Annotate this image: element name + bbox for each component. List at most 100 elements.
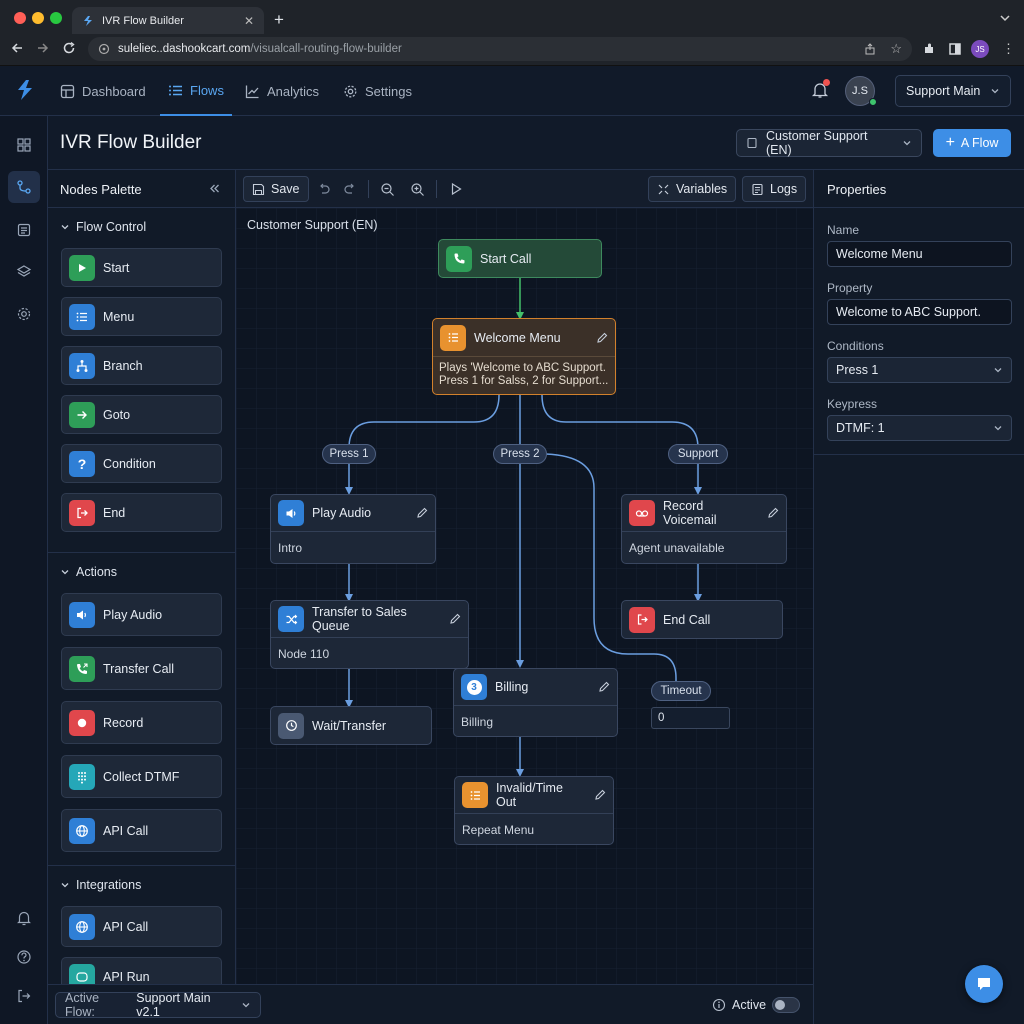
address-bar[interactable]: suleliec..dashookcart.com/visualcall-rou… (88, 37, 912, 61)
conditions-select[interactable]: Press 1 (827, 357, 1012, 383)
timeout-value-input[interactable]: 0 (651, 707, 730, 729)
palette-title: Nodes Palette (60, 182, 142, 197)
bookmark-star-icon[interactable]: ☆ (890, 41, 902, 56)
active-toggle-switch[interactable] (772, 997, 800, 1013)
name-label: Name (827, 223, 860, 237)
browser-tab[interactable]: IVR Flow Builder ✕ (72, 7, 264, 34)
add-flow-button[interactable]: + A Flow (933, 129, 1011, 157)
palette-item-goto[interactable]: Goto (61, 395, 222, 434)
conditions-select-value: Press 1 (836, 363, 879, 377)
edge-label-press2[interactable]: Press 2 (493, 444, 547, 464)
palette-item-play-audio[interactable]: Play Audio (61, 593, 222, 636)
flow-canvas[interactable]: Customer Support (EN) Start Call (236, 208, 813, 984)
palette-item-transfer-call[interactable]: Transfer Call (61, 647, 222, 690)
workspace-select[interactable]: Support Main (895, 75, 1011, 107)
share-icon[interactable] (864, 43, 876, 55)
node-body: Repeat Menu (455, 813, 613, 845)
node-end-call[interactable]: End Call (621, 600, 783, 639)
palette-item-record[interactable]: Record (61, 701, 222, 744)
tab-close-icon[interactable]: ✕ (243, 13, 254, 28)
nav-dashboard[interactable]: Dashboard (60, 66, 146, 116)
palette-item-branch[interactable]: Branch (61, 346, 222, 385)
canvas-toolbar: Save Variables Logs (236, 170, 813, 208)
extensions-icon[interactable] (922, 42, 936, 56)
palette-item-collect-dtmf[interactable]: Collect DTMF (61, 755, 222, 798)
back-icon[interactable] (10, 41, 24, 55)
rail-settings-button[interactable] (8, 298, 40, 330)
info-icon[interactable] (712, 998, 726, 1012)
edit-pencil-icon[interactable] (594, 789, 606, 801)
node-record-voicemail[interactable]: Record Voicemail Agent unavailable (621, 494, 787, 564)
palette-item-start[interactable]: Start (61, 248, 222, 287)
document-icon (16, 222, 32, 238)
notifications-bell-icon[interactable] (811, 81, 829, 99)
undo-icon[interactable] (315, 180, 333, 198)
edit-pencil-icon[interactable] (767, 507, 779, 519)
palette-item-label: Start (103, 260, 130, 275)
nav-settings[interactable]: Settings (343, 66, 412, 116)
collapse-palette-icon[interactable] (208, 182, 221, 195)
reload-icon[interactable] (62, 41, 76, 55)
rail-notifications-button[interactable] (8, 902, 40, 934)
node-billing[interactable]: 3 Billing Billing (453, 668, 618, 737)
edge-label-support[interactable]: Support (668, 444, 728, 464)
rail-layers-button[interactable] (8, 256, 40, 288)
active-flow-select[interactable]: Active Flow: Support Main v2.1 (55, 991, 261, 1019)
edge-label-press1[interactable]: Press 1 (322, 444, 376, 464)
zoom-in-icon[interactable] (408, 180, 426, 198)
edge-label-timeout[interactable]: Timeout (651, 681, 711, 701)
edit-pencil-icon[interactable] (596, 332, 608, 344)
keypress-select[interactable]: DTMF: 1 (827, 415, 1012, 441)
node-start-call[interactable]: Start Call (438, 239, 602, 278)
rail-flows-button[interactable] (8, 171, 40, 203)
chat-support-button[interactable] (965, 965, 1003, 1003)
edit-pencil-icon[interactable] (449, 613, 461, 625)
rail-help-button[interactable] (8, 941, 40, 973)
node-transfer-sales[interactable]: Transfer to Sales Queue Node 110 (270, 600, 469, 669)
rail-grid-button[interactable] (8, 129, 40, 161)
browser-menu-icon[interactable]: ⋮ (1002, 41, 1015, 56)
node-invalid-timeout[interactable]: Invalid/Time Out Repeat Menu (454, 776, 614, 845)
tab-list-chevron-icon[interactable] (999, 12, 1011, 24)
rail-logout-button[interactable] (8, 980, 40, 1012)
node-wait-transfer[interactable]: Wait/Transfer (270, 706, 432, 745)
variables-button[interactable]: Variables (648, 176, 737, 202)
flow-select[interactable]: Customer Support (EN) (736, 129, 922, 157)
app-logo-icon[interactable] (13, 78, 37, 102)
save-button[interactable]: Save (243, 176, 309, 202)
palette-item-end[interactable]: End (61, 493, 222, 532)
nav-analytics[interactable]: Analytics (245, 66, 319, 116)
variables-icon (657, 183, 670, 196)
zoom-out-icon[interactable] (378, 180, 396, 198)
property-field[interactable]: Welcome to ABC Support. (827, 299, 1012, 325)
section-actions[interactable]: Actions (60, 565, 117, 579)
window-close-button[interactable] (14, 12, 26, 24)
node-play-audio[interactable]: Play Audio Intro (270, 494, 436, 564)
palette-item-integration-api-call[interactable]: API Call (61, 906, 222, 947)
new-tab-icon[interactable]: + (274, 10, 284, 29)
section-flow-control[interactable]: Flow Control (60, 220, 146, 234)
edit-pencil-icon[interactable] (598, 681, 610, 693)
browser-profile-avatar[interactable]: JS (971, 40, 989, 58)
logs-button[interactable]: Logs (742, 176, 807, 202)
name-field[interactable]: Welcome Menu (827, 241, 1012, 267)
palette-item-api-call[interactable]: API Call (61, 809, 222, 852)
redo-icon[interactable] (341, 180, 359, 198)
rail-docs-button[interactable] (8, 214, 40, 246)
node-welcome-menu[interactable]: Welcome Menu Plays 'Welcome to ABC Suppo… (432, 318, 616, 395)
palette-item-api-run[interactable]: API Run (61, 957, 222, 984)
window-maximize-button[interactable] (50, 12, 62, 24)
sidepanel-icon[interactable] (948, 42, 962, 56)
run-flow-play-icon[interactable] (447, 180, 465, 198)
gear-icon (343, 84, 358, 99)
dashboard-icon (60, 84, 75, 99)
nav-flows[interactable]: Flows (160, 66, 232, 116)
edit-pencil-icon[interactable] (416, 507, 428, 519)
forward-icon[interactable] (36, 41, 50, 55)
site-info-icon[interactable] (98, 43, 110, 55)
keypress-select-value: DTMF: 1 (836, 421, 885, 435)
palette-item-condition[interactable]: ? Condition (61, 444, 222, 483)
window-minimize-button[interactable] (32, 12, 44, 24)
palette-item-menu[interactable]: Menu (61, 297, 222, 336)
section-integrations[interactable]: Integrations (60, 878, 141, 892)
